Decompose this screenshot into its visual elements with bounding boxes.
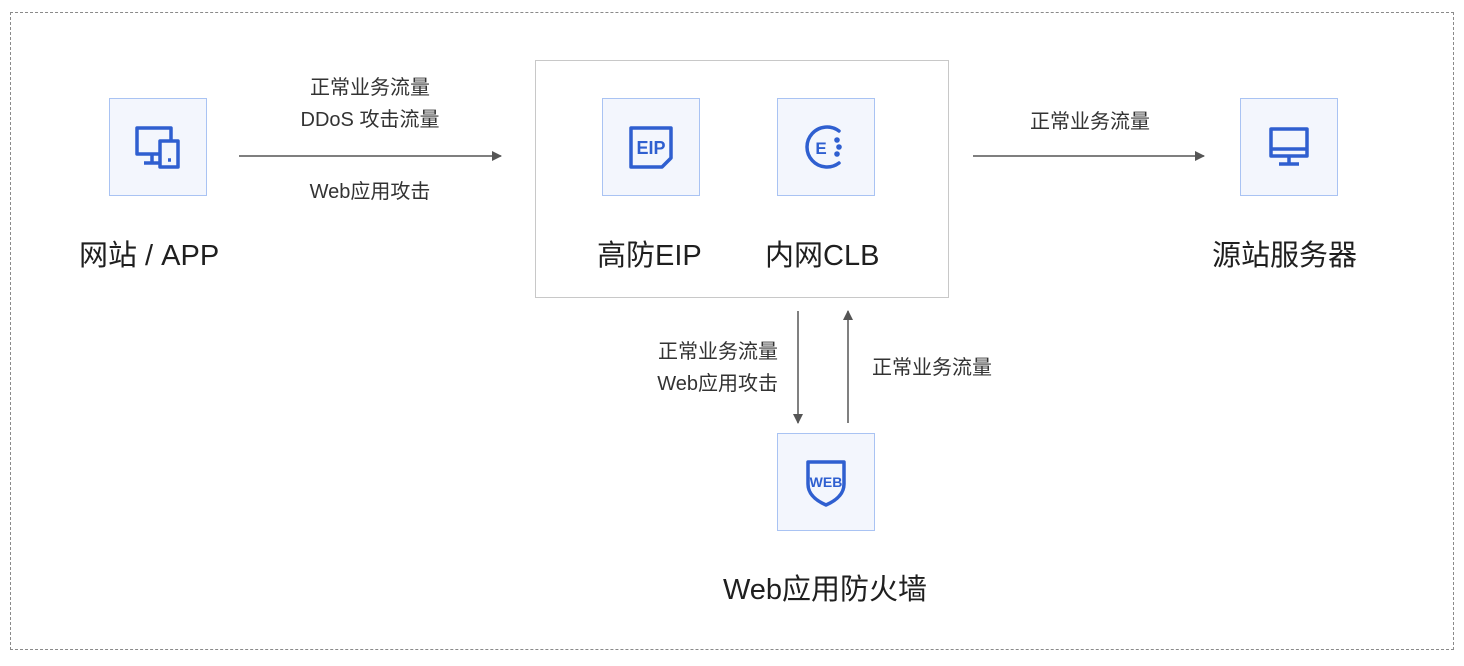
waf-node: WEB xyxy=(777,433,875,531)
intranet-clb-label: 内网CLB xyxy=(765,240,880,272)
diagram-frame xyxy=(10,12,1454,650)
client-to-eip-label-below: Web应用攻击 xyxy=(309,181,431,203)
devices-icon xyxy=(135,126,180,169)
anti-ddos-eip-node: EIP xyxy=(602,98,700,196)
waf-to-clb-label: 正常业务流量 xyxy=(872,357,992,379)
svg-text:E: E xyxy=(815,139,826,158)
edge-label-line: 正常业务流量 xyxy=(310,77,430,99)
client-to-eip-label-above: 正常业务流量 DDoS 攻击流量 xyxy=(270,72,470,136)
edge-label-line: DDoS 攻击流量 xyxy=(300,109,440,131)
anti-ddos-eip-label: 高防EIP xyxy=(597,240,702,272)
origin-server-node xyxy=(1240,98,1338,196)
website-app-label: 网站 / APP xyxy=(79,240,220,272)
monitor-icon xyxy=(1269,127,1309,166)
edge-label-line: 正常业务流量 xyxy=(658,341,778,363)
clb-icon: E xyxy=(805,125,842,169)
waf-label-text: Web应用防火墙 xyxy=(722,574,928,606)
origin-server-label: 源站服务器 xyxy=(1212,240,1358,272)
svg-text:WEB: WEB xyxy=(810,474,843,490)
svg-text:EIP: EIP xyxy=(636,138,665,158)
eip-icon: EIP xyxy=(629,126,673,169)
clb-to-origin-label: 正常业务流量 xyxy=(1030,111,1150,133)
intranet-clb-node: E xyxy=(777,98,875,196)
edge-label-line: Web应用攻击 xyxy=(657,373,778,395)
waf-label: Web应用防火墙 xyxy=(690,566,960,608)
web-shield-icon: WEB xyxy=(806,460,846,507)
website-app-node xyxy=(109,98,207,196)
clb-to-waf-label: 正常业务流量 Web应用攻击 xyxy=(580,336,778,400)
